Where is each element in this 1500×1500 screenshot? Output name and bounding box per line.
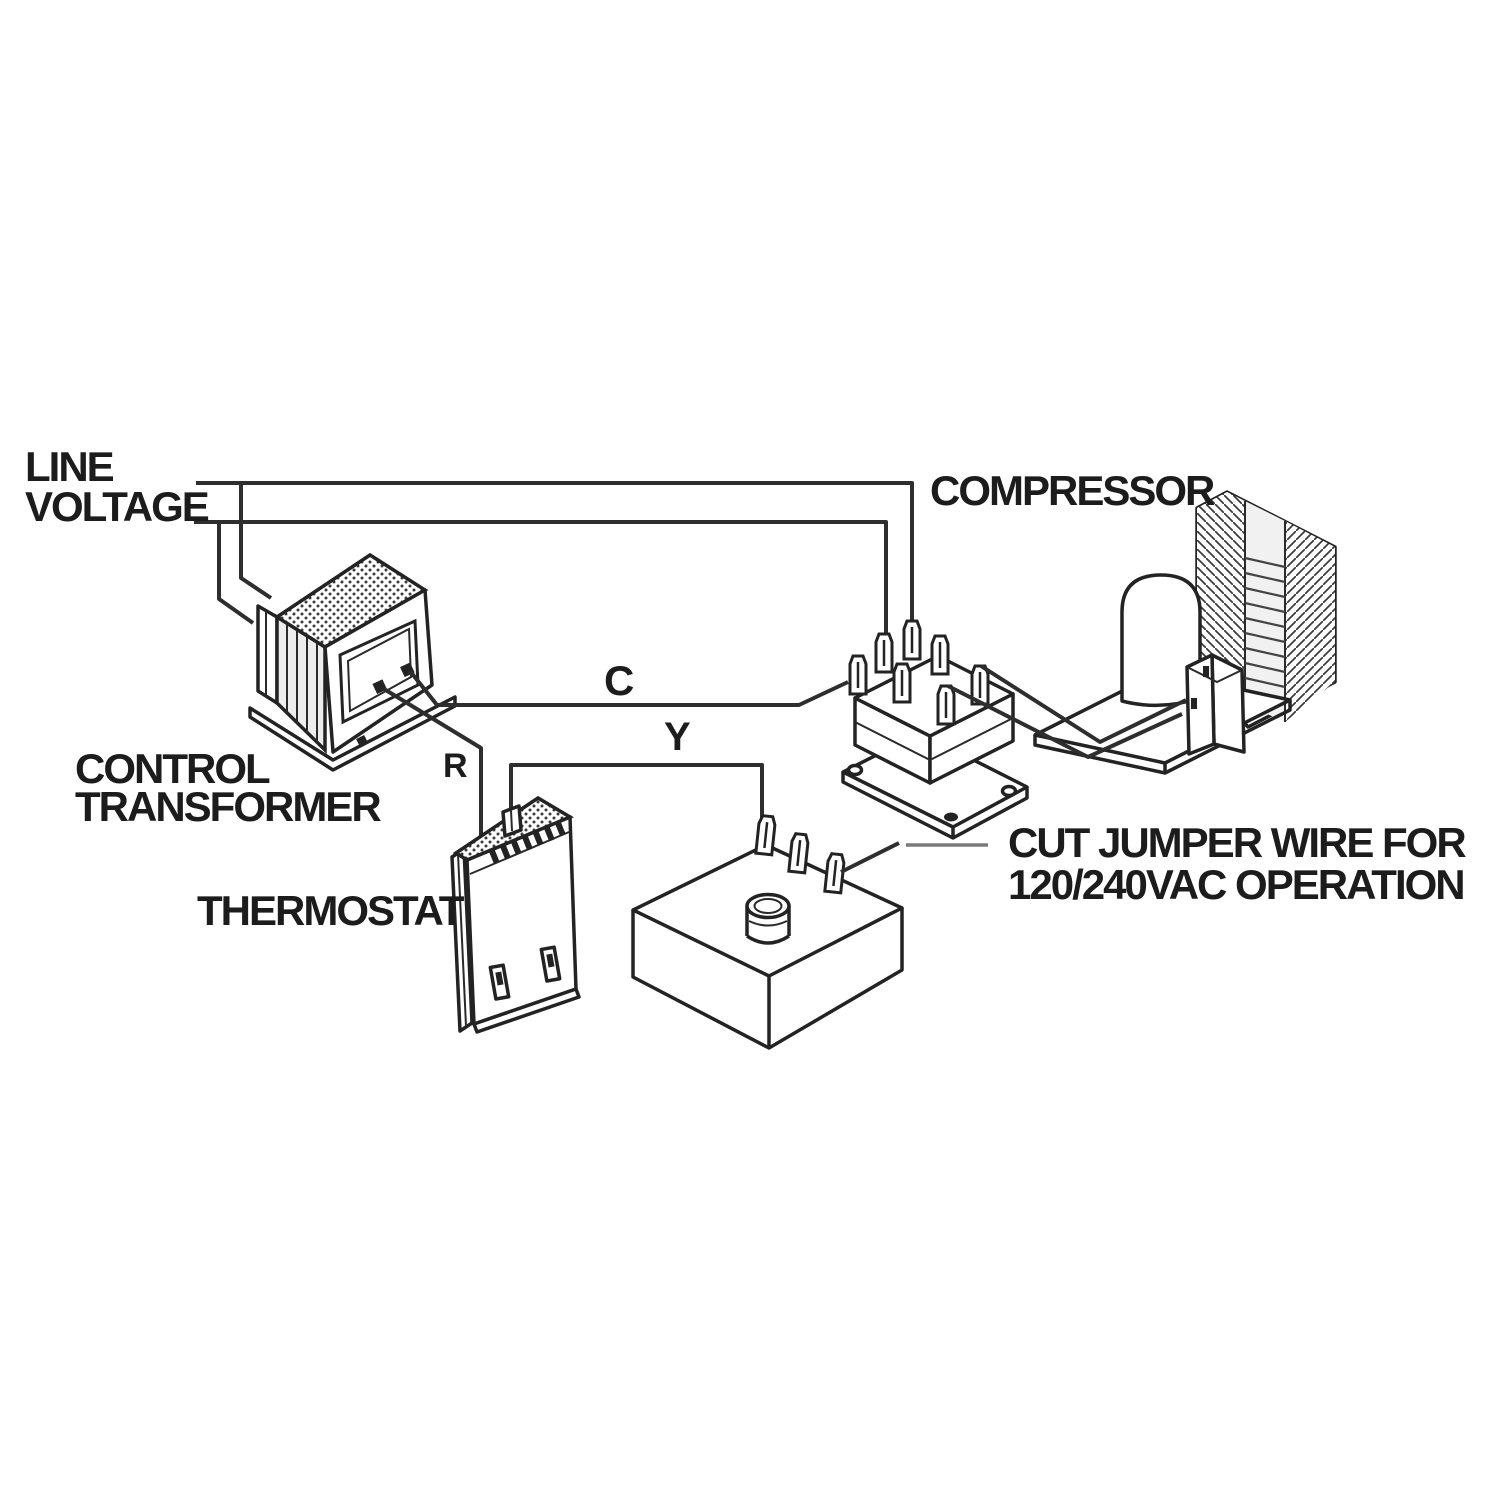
relay-front-bolt [944, 812, 958, 822]
thermostat-scale-ticks [488, 820, 566, 864]
line-voltage-wire-1 [196, 481, 914, 622]
thermostat [450, 795, 581, 1034]
jumper-wire [840, 841, 900, 874]
transformer-end-lamination [256, 604, 279, 705]
thermostat-bottom-edge [472, 987, 581, 1034]
line-voltage-wires [194, 481, 914, 635]
jumper-note-line2: 120/240VAC OPERATION [1008, 861, 1464, 908]
control-transformer [248, 552, 457, 772]
jumper-terminal-box [631, 813, 904, 1050]
wire-c [408, 669, 849, 707]
thermostat-lever-left [488, 963, 511, 1001]
wire-y [509, 763, 764, 820]
compressor-junction-box [1185, 653, 1246, 756]
thermostat-label: THERMOSTAT [197, 887, 465, 934]
line-voltage-wire-2 [194, 520, 888, 635]
transformer-coil-window [338, 618, 420, 725]
compressor-wire-2 [947, 684, 1183, 759]
compressor-label: COMPRESSOR [930, 467, 1215, 514]
line-voltage-drop-to-transformer-1 [239, 483, 273, 600]
wire-label-y: Y [664, 715, 691, 759]
diagram-labels: LINE VOLTAGE COMPRESSOR CONTROL TRANSFOR… [25, 443, 1468, 934]
contactor-relay [841, 619, 1029, 840]
line-voltage-label-line1: LINE [25, 443, 114, 490]
relay-mounting-hole-right [1000, 784, 1018, 798]
relay-mounting-hole-left [846, 763, 864, 777]
terminal-box-button [745, 892, 791, 945]
relay-compressor-wires [840, 664, 1187, 874]
control-transformer-label-line2: TRANSFORMER [75, 783, 381, 830]
line-voltage-label-line2: VOLTAGE [25, 483, 209, 530]
wire-label-r: R [443, 747, 468, 785]
low-voltage-wires [382, 669, 849, 845]
transformer-mounting-hole [356, 735, 368, 746]
compressor-condensing-unit [1033, 490, 1337, 775]
thermostat-lever-right [539, 945, 562, 983]
compressor-wire-1 [979, 664, 1187, 744]
control-transformer-label-line1: CONTROL [75, 745, 270, 792]
compressor-dome [1120, 573, 1202, 708]
terminal-box-sides [631, 908, 904, 1050]
wire-label-c: C [604, 657, 634, 704]
jumper-note-line1: CUT JUMPER WIRE FOR [1008, 819, 1466, 866]
wire-r [382, 687, 483, 845]
line-voltage-drop-to-transformer-2 [217, 522, 255, 625]
